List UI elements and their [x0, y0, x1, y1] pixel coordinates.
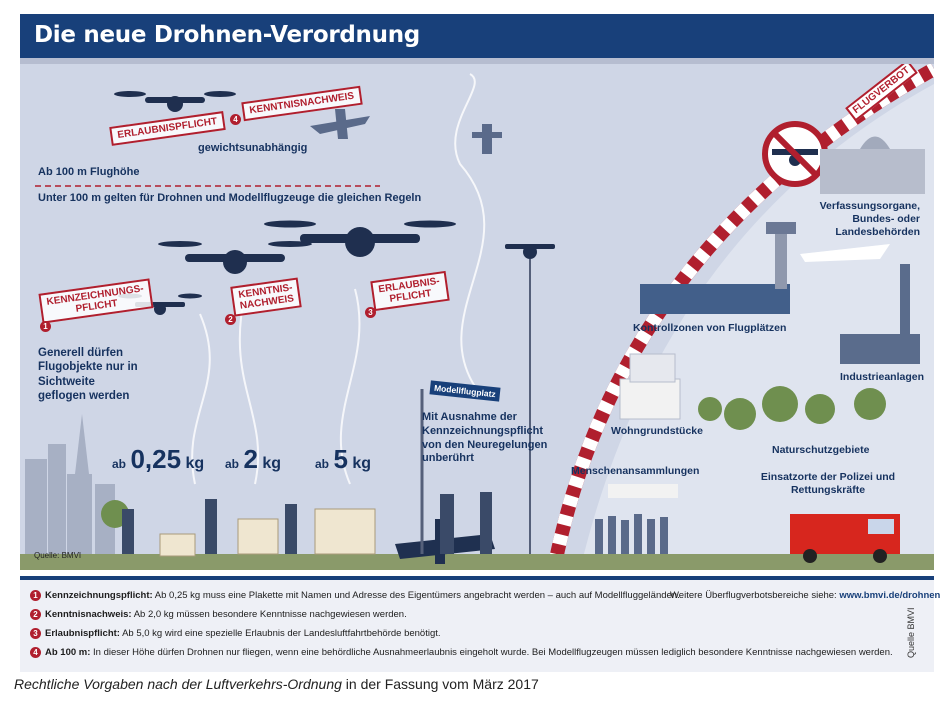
weight-0-25: ab 0,25 kg — [112, 444, 204, 475]
weight-prefix: ab — [225, 457, 240, 471]
no-fly-boundary-stripes — [548, 64, 934, 566]
weight-value: 5 — [333, 444, 348, 474]
legend-term: Kennzeichnungspflicht: — [45, 590, 153, 601]
further-zones-label: Weitere Überflugverbotsbereiche siehe: — [670, 590, 837, 601]
weight-unit: kg — [352, 455, 372, 472]
legend-term: Kenntnisnachweis: — [45, 609, 132, 620]
caption-plain: in der Fassung vom März 2017 — [345, 676, 539, 692]
legend-text: Ab 5,0 kg wird eine spezielle Erlaubnis … — [119, 628, 441, 639]
weight-prefix: ab — [315, 457, 330, 471]
model-plane-aerobatic — [472, 124, 502, 154]
drone-2 — [158, 241, 312, 274]
shipping-boxes — [159, 508, 376, 557]
zone-nature-reserves: Naturschutzgebiete — [772, 444, 870, 456]
legend-number: 4 — [30, 647, 41, 658]
stamp-number-4: 4 — [230, 114, 241, 125]
legend-term: Ab 100 m: — [45, 647, 91, 658]
legend-item-4: 4 Ab 100 m: In dieser Höhe dürfen Drohnen… — [30, 647, 893, 658]
stamp-number-2: 2 — [225, 314, 236, 325]
altitude-below-label: Unter 100 m gelten für Drohnen und Model… — [38, 192, 422, 204]
model-plane-top — [310, 109, 370, 139]
weight-unit: kg — [185, 455, 205, 472]
flight-trails — [191, 73, 486, 485]
legend-text: In dieser Höhe dürfen Drohnen nur fliege… — [90, 647, 893, 658]
trees — [101, 386, 886, 528]
zone-residential: Wohngrundstücke — [611, 425, 703, 437]
legend-item-2: 2 Kenntnisnachweis: Ab 2,0 kg müssen beso… — [30, 609, 407, 620]
residential-house — [619, 353, 681, 420]
airport — [640, 222, 890, 314]
infographic: Die neue Drohnen-Verordnung — [20, 14, 940, 672]
no-drone-sign — [762, 121, 828, 187]
line-of-sight-text: Generell dürfen Flugobjekte nur in Sicht… — [38, 347, 138, 403]
weight-prefix: ab — [112, 457, 127, 471]
caption: Rechtliche Vorgaben nach der Luftverkehr… — [14, 676, 539, 692]
legend-number: 1 — [30, 590, 41, 601]
industrial-plant — [840, 264, 920, 364]
bmvi-link[interactable]: www.bmvi.de/drohnen — [839, 590, 941, 601]
crowd — [595, 484, 678, 554]
weight-unit: kg — [262, 455, 282, 472]
weight-independent-label: gewichtsunabhängig — [198, 142, 308, 154]
legend-panel: 1 Kennzeichnungspflicht: Ab 0,25 kg muss … — [20, 576, 940, 672]
scene-source: Quelle: BMVI — [34, 551, 82, 560]
weight-value: 2 — [243, 444, 258, 474]
zone-industry: Industrieanlagen — [840, 371, 925, 383]
further-zones: Weitere Überflugverbotsbereiche siehe: w… — [670, 590, 940, 601]
title-bar: Die neue Drohnen-Verordnung — [20, 14, 934, 58]
exception-text: Mit Ausnahme der Kennzeichnungspflicht v… — [422, 411, 548, 465]
legend-item-3: 3 Erlaubnispflicht: Ab 5,0 kg wird eine s… — [30, 628, 441, 639]
title-underline — [20, 58, 934, 64]
scene-graphics — [20, 64, 934, 570]
caption-italic: Rechtliche Vorgaben nach der Luftverkehr… — [14, 676, 342, 692]
zone-government: Verfassungsorgane, Bundes- oder Landesbe… — [819, 200, 920, 239]
legend-text: Ab 2,0 kg müssen besondere Kenntnisse na… — [131, 609, 407, 620]
weight-value: 0,25 — [130, 444, 182, 474]
legend-number: 3 — [30, 628, 41, 639]
legend-term: Erlaubnispflicht: — [45, 628, 120, 639]
weight-5: ab 5 kg — [315, 444, 371, 475]
drone-3 — [264, 220, 456, 257]
emergency-vehicle — [790, 514, 900, 563]
zone-airports: Kontrollzonen von Flugplätzen — [633, 322, 787, 334]
drone-top — [114, 91, 236, 112]
altitude-above-label: Ab 100 m Flughöhe — [38, 166, 140, 178]
illustration-scene: ERLAUBNISPFLICHT 4 KENNTNISNACHWEIS gewi… — [20, 64, 934, 570]
side-source: Quelle BMVI — [906, 607, 916, 658]
weight-2: ab 2 kg — [225, 444, 281, 475]
legend-item-1: 1 Kennzeichnungspflicht: Ab 0,25 kg muss … — [30, 590, 680, 601]
legend-number: 2 — [30, 609, 41, 620]
city-skyline — [25, 414, 115, 554]
legend-text: Ab 0,25 kg muss eine Plakette mit Namen … — [152, 590, 680, 601]
zone-crowds: Menschenansammlungen — [571, 465, 700, 477]
zone-emergency: Einsatzorte der Polizei und Rettungskräf… — [760, 471, 896, 497]
drone-mast — [505, 244, 555, 554]
ground — [20, 554, 934, 570]
stamp-number-3: 3 — [365, 307, 376, 318]
reichstag-building — [820, 136, 925, 194]
pilots — [122, 492, 492, 554]
stamp-number-1: 1 — [40, 321, 51, 332]
page-title: Die neue Drohnen-Verordnung — [34, 22, 420, 48]
no-fly-zone-area — [580, 84, 934, 570]
